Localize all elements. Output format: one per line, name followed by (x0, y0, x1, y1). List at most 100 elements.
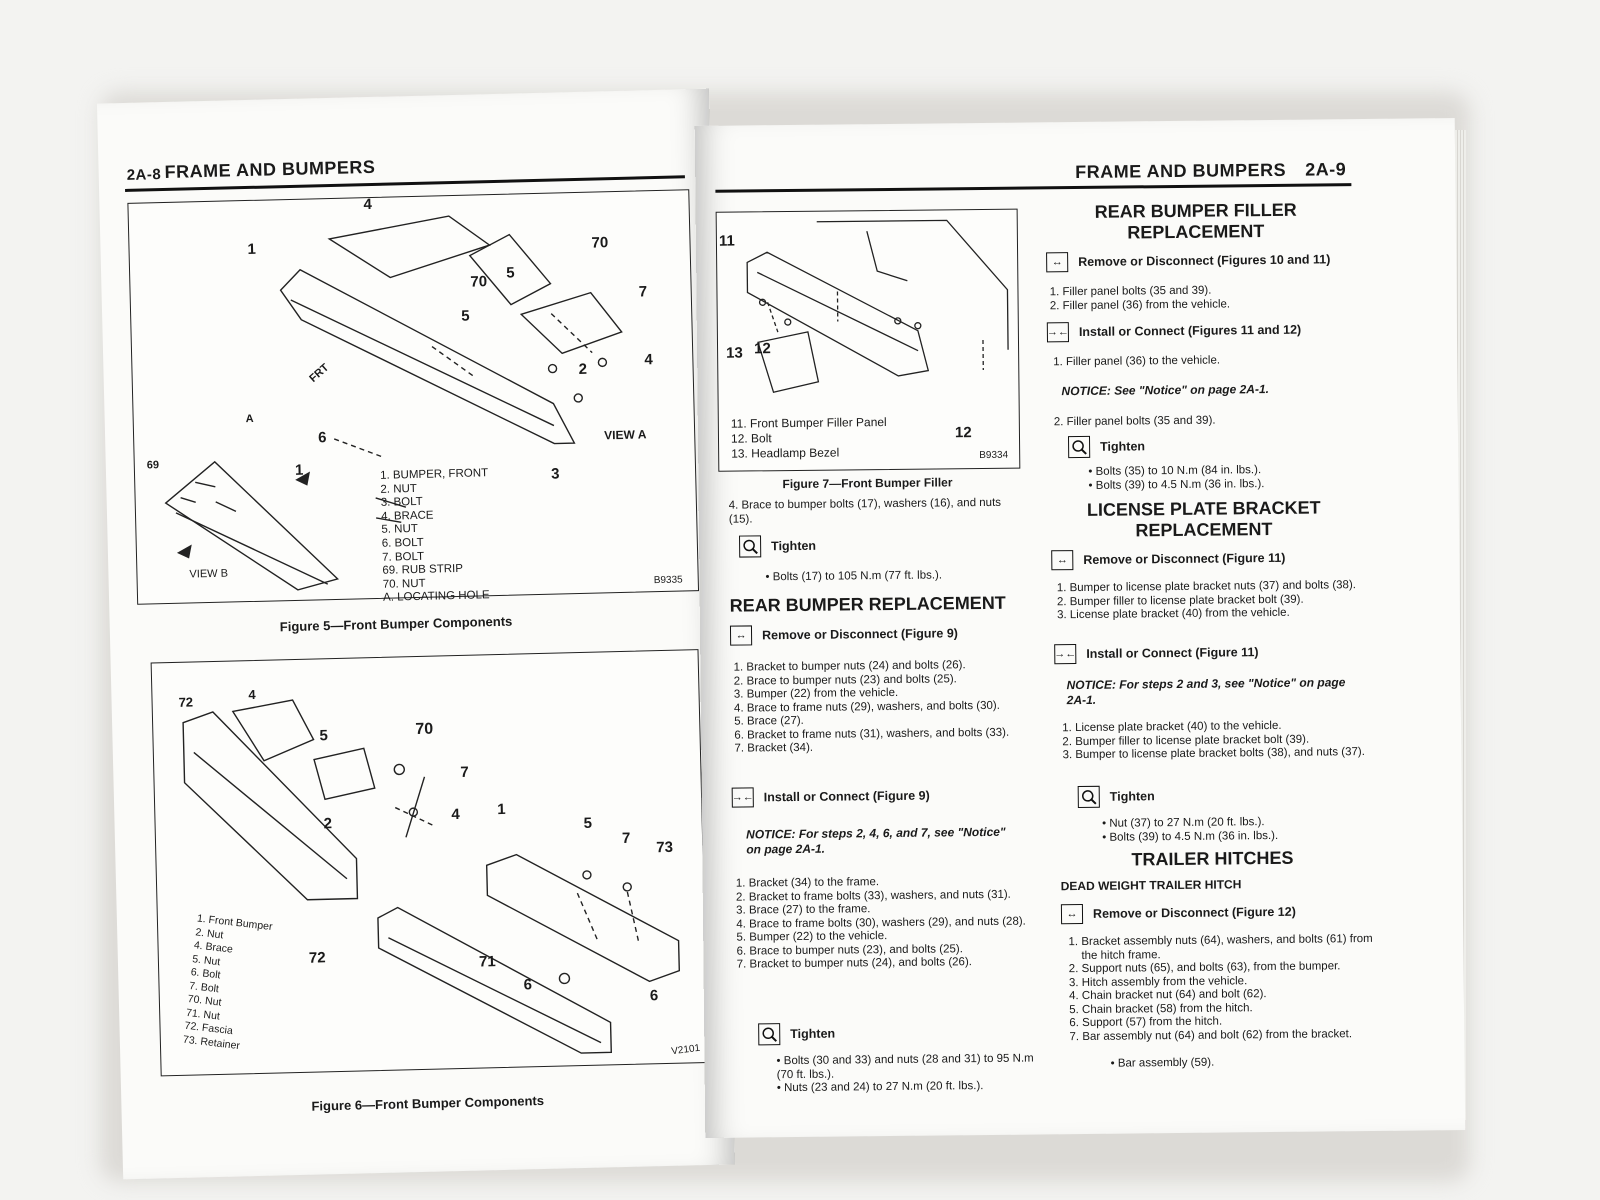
fig6-callout-72: 72 (178, 694, 194, 710)
list-item: Nuts (23 and 24) to 27 N.m (20 ft. lbs.)… (777, 1079, 1047, 1095)
left-header-page-number: 2A-8 (126, 166, 162, 184)
remove-label: Remove or Disconnect (Figure 9) (761, 626, 958, 643)
fig5-view-a: VIEW A (604, 427, 647, 443)
fig6-callout-2: 2 (323, 815, 333, 833)
fig5-callout-4: 4 (363, 195, 373, 214)
col2-filler-install-heading: →← Install or Connect (Figures 11 and 12… (1046, 320, 1301, 343)
list-item: Bracket (34). (747, 740, 1027, 756)
figure-7-drawing (746, 219, 1009, 393)
fig7-legend-item: 12. Bolt (730, 431, 772, 446)
fig7-callout-11: 11 (718, 232, 735, 250)
list-item: License plate bracket (40) from the vehi… (1070, 606, 1370, 623)
fig6-callout-4: 4 (248, 686, 256, 703)
list-item: Filler panel (36) from the vehicle. (1063, 297, 1363, 314)
fig6-callout-5b: 5 (583, 814, 593, 832)
fig6-callout-73: 73 (656, 838, 674, 857)
torque-wrench-icon (1067, 435, 1091, 459)
list-item: Bumper to license plate bracket bolts (3… (1075, 746, 1371, 763)
fig5-code: B9335 (653, 574, 683, 587)
fig5-callout-1: 1 (247, 240, 257, 258)
remove-label: Remove or Disconnect (Figure 12) (1092, 904, 1296, 921)
list-item: Bracket to bumper nuts (24), and bolts (… (749, 955, 1039, 972)
right-page: FRAME AND BUMPERS 2A-9 11 13 12 12 (694, 118, 1466, 1138)
fig7-callout-12: 12 (753, 340, 771, 358)
tighten-label: Tighten (771, 538, 817, 554)
col1-tighten-1-list: Bolts (17) to 105 N.m (77 ft. lbs.). (749, 568, 1035, 584)
fig5-callout-5b: 5 (461, 307, 470, 325)
install-label: Install or Connect (Figure 11) (1086, 645, 1259, 661)
fig5-legend: 1. BUMPER, FRONT 2. NUT 3. BOLT 4. BRACE… (380, 467, 491, 606)
right-header-page-number: 2A-9 (1305, 159, 1347, 180)
fig7-legend-item: 13. Headlamp Bezel (731, 445, 840, 461)
fig5-callout-6: 6 (317, 429, 327, 447)
fig5-callout-70: 70 (470, 273, 488, 291)
fig5-callout-7: 7 (638, 283, 648, 301)
fig5-callout-4b: 4 (644, 351, 653, 369)
install-arrows-icon: →← (1046, 322, 1070, 343)
fig6-callout-6: 6 (523, 976, 533, 994)
col2-filler-notice: NOTICE: See "Notice" on page 2A-1. (1061, 382, 1270, 399)
col1-tighten-1: Tighten (739, 535, 816, 558)
rear-bumper-replacement-title: REAR BUMPER REPLACEMENT (729, 592, 1006, 616)
col2-license-remove-steps: Bumper to license plate bracket nuts (37… (1054, 579, 1370, 623)
list-item: Bar assembly (59). (1111, 1055, 1371, 1071)
fig6-legend: 1. Front Bumper 2. Nut 4. Brace 5. Nut 6… (182, 912, 273, 1055)
col1-remove-heading: ↔ Remove or Disconnect (Figure 9) (729, 623, 958, 646)
col2-filler-remove-steps: Filler panel bolts (35 and 39). Filler p… (1046, 283, 1362, 313)
col2-hitch-subitems: Bar assembly (59). (1095, 1055, 1371, 1071)
figure-5-drawing (164, 215, 623, 591)
rear-bumper-filler-title: REAR BUMPER FILLER REPLACEMENT (1094, 199, 1297, 243)
fig5-legend-item: A. LOCATING HOLE (382, 589, 490, 605)
torque-wrench-icon (758, 1023, 781, 1046)
col2-tighten-3-list: Bolts (35) to 10 N.m (84 in. lbs.). Bolt… (1072, 463, 1368, 493)
remove-label: Remove or Disconnect (Figure 11) (1083, 550, 1286, 567)
right-header-title: FRAME AND BUMPERS (1075, 159, 1287, 183)
list-item: Bar assembly nut (64) and bolt (62) from… (1082, 1027, 1378, 1044)
fig5-callout-1b: 1 (294, 461, 304, 479)
remove-arrows-icon: ↔ (1046, 252, 1069, 273)
tighten-label: Tighten (1109, 789, 1155, 804)
figure-6-box: 72 4 5 70 7 2 4 1 5 7 73 72 71 6 6 1. Fr… (150, 649, 709, 1077)
fig5-callout-70b: 70 (591, 234, 609, 252)
col2-tighten-4: Tighten (1077, 785, 1155, 809)
list-item: Bolts (39) to 4.5 N.m (36 in. lbs.). (1102, 828, 1372, 844)
list-item: Bolts (17) to 105 N.m (77 ft. lbs.). (765, 568, 1035, 584)
col2-filler-remove-heading: ↔ Remove or Disconnect (Figures 10 and 1… (1046, 249, 1330, 273)
col2-license-install-steps: License plate bracket (40) to the vehicl… (1059, 719, 1371, 763)
install-arrows-icon: →← (731, 787, 754, 808)
fig5-callout-2: 2 (578, 360, 588, 378)
remove-arrows-icon: ↔ (729, 625, 753, 646)
col1-notice: NOTICE: For steps 2, 4, 6, and 7, see "N… (746, 824, 1006, 857)
install-label: Install or Connect (Figure 9) (763, 788, 930, 805)
list-item: Bolts (30 and 33) and nuts (28 and 31) t… (776, 1052, 1046, 1082)
remove-arrows-icon: ↔ (1051, 550, 1074, 571)
col1-install-heading: →← Install or Connect (Figure 9) (731, 786, 930, 808)
dead-weight-hitch-subtitle: DEAD WEIGHT TRAILER HITCH (1060, 877, 1242, 894)
fig7-code: B9334 (979, 449, 1009, 462)
fig6-callout-71: 71 (478, 953, 496, 971)
fig7-callout-13: 13 (726, 344, 743, 362)
fig5-callout-a: A (245, 412, 254, 426)
fig6-callout-70: 70 (415, 720, 434, 739)
fig6-callout-72b: 72 (308, 949, 326, 967)
tighten-label: Tighten (790, 1026, 836, 1042)
figure-5-box: 4 1 70 70 5 5 7 2 4 6 3 69 A 1 VIEW A VI… (127, 189, 700, 606)
license-plate-bracket-title: LICENSE PLATE BRACKET REPLACEMENT (1086, 497, 1321, 541)
figure-7-box: 11 13 12 12 11. Front Bumper Filler Pane… (715, 208, 1021, 472)
col2-license-install-heading: →← Install or Connect (Figure 11) (1054, 642, 1259, 665)
col1-tighten-2-list: Bolts (30 and 33) and nuts (28 and 31) t… (760, 1052, 1046, 1095)
fig7-callout-12b: 12 (954, 424, 972, 442)
list-item: Bolts (39) to 4.5 N.m (36 in. lbs.). (1088, 476, 1368, 492)
install-arrows-icon: →← (1054, 644, 1077, 665)
right-header-rule (715, 183, 1352, 193)
fig6-callout-7b: 7 (621, 829, 631, 848)
fig6-callout-4b: 4 (451, 805, 460, 824)
figure-7-caption: Figure 7—Front Bumper Filler (782, 475, 953, 492)
torque-wrench-icon (739, 535, 762, 558)
fig5-callout-5: 5 (506, 264, 515, 282)
figure-6-drawing (182, 699, 681, 1054)
trailer-hitches-title: TRAILER HITCHES (1131, 847, 1294, 870)
col2-tighten-3: Tighten (1067, 435, 1145, 459)
fig5-callout-3: 3 (550, 465, 560, 483)
left-page: 2A-8 FRAME AND BUMPERS (96, 88, 736, 1180)
